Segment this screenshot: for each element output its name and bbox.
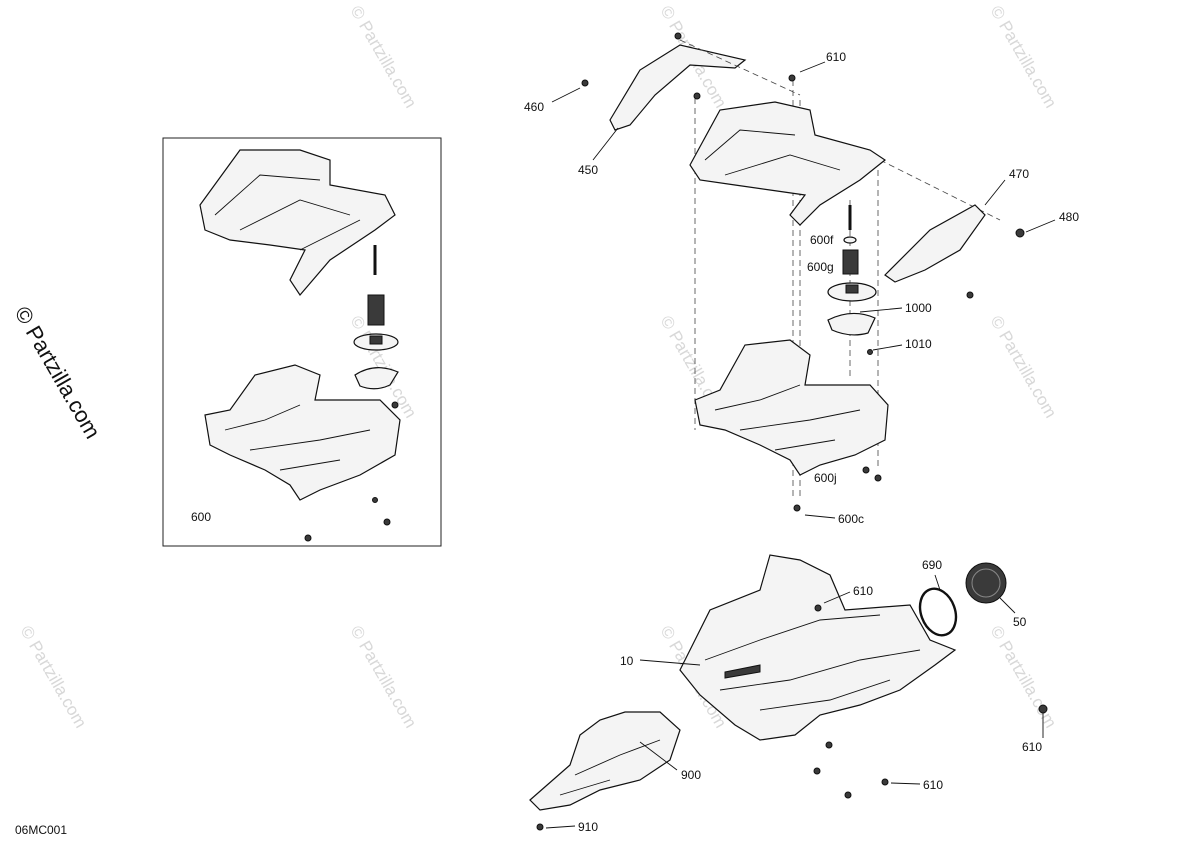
inset-frame <box>162 137 442 547</box>
washer-hub <box>845 284 859 294</box>
panel-900 <box>529 711 681 811</box>
upper-exploded-assembly <box>581 32 1025 512</box>
nut-600j <box>862 466 870 474</box>
side-watermark: © Partzilla.com <box>10 302 106 443</box>
screw <box>693 92 701 100</box>
housing-detail <box>704 614 921 711</box>
inset-label: 600 <box>191 510 211 524</box>
assembly-guide-lines <box>679 39 1001 500</box>
inset-nut <box>391 401 399 409</box>
callout-600c: 600c <box>838 512 864 526</box>
inset-spring <box>367 294 385 326</box>
inset-washer-hub <box>369 335 383 345</box>
callout-480: 480 <box>1059 210 1079 224</box>
callout-610-mid: 610 <box>853 584 873 598</box>
watermark-tile: © Partzilla.com <box>987 313 1061 422</box>
screw-top <box>674 32 682 40</box>
screw-600c <box>793 504 801 512</box>
watermark-tile: © Partzilla.com <box>987 3 1061 112</box>
callout-690: 690 <box>922 558 942 572</box>
inset-upper-body <box>199 149 396 296</box>
pad-1000 <box>827 312 876 336</box>
inset-lower-detail <box>224 404 371 471</box>
cover-450 <box>609 44 747 131</box>
watermark-tile: © Partzilla.com <box>987 623 1061 732</box>
callout-50: 50 <box>1013 615 1027 629</box>
screw-610 <box>1038 704 1048 714</box>
ring-690 <box>918 587 958 637</box>
nut-480 <box>1015 228 1025 238</box>
callout-labels: 460 450 610 470 480 600f 600g 1000 1010 … <box>524 50 1079 834</box>
callout-610-top: 610 <box>826 50 846 64</box>
grille-50-ring <box>971 568 1001 598</box>
lower-body-detail <box>714 384 861 451</box>
screw-610 <box>788 74 796 82</box>
housing-slot <box>724 664 761 679</box>
spring-600g <box>842 249 859 275</box>
upper-body <box>689 101 887 226</box>
inset-screw <box>304 534 312 542</box>
panel-detail <box>559 739 661 796</box>
screw <box>844 791 852 799</box>
screw-610 <box>814 604 822 612</box>
callout-610-right: 610 <box>1022 740 1042 754</box>
screw <box>825 741 833 749</box>
callout-600j: 600j <box>814 471 837 485</box>
callout-450: 450 <box>578 163 598 177</box>
watermark-tile: © Partzilla.com <box>17 623 91 732</box>
inset-lower-body <box>204 364 401 501</box>
callout-900: 900 <box>681 768 701 782</box>
callout-600g: 600g <box>807 260 834 274</box>
upper-body-detail <box>704 129 841 176</box>
housing-10 <box>679 554 957 741</box>
callout-10: 10 <box>620 654 634 668</box>
nut-1010 <box>867 349 873 355</box>
screw-910 <box>536 823 544 831</box>
lower-body <box>694 339 889 476</box>
callout-600f: 600f <box>810 233 834 247</box>
screw <box>966 291 974 299</box>
callout-610-bottom: 610 <box>923 778 943 792</box>
callout-460: 460 <box>524 100 544 114</box>
watermark-tile: © Partzilla.com <box>347 3 421 112</box>
callout-1010: 1010 <box>905 337 932 351</box>
washer-600f <box>843 236 857 244</box>
inset-assembly-600: 600 <box>162 137 442 547</box>
lower-assembly <box>529 554 1048 831</box>
screw-610 <box>881 778 889 786</box>
callout-910: 910 <box>578 820 598 834</box>
inset-upper-detail <box>214 174 361 251</box>
watermark-tile: © Partzilla.com <box>347 623 421 732</box>
diagram-code: 06MC001 <box>15 823 67 837</box>
leader-lines <box>545 61 1056 829</box>
callout-1000: 1000 <box>905 301 932 315</box>
screw <box>874 474 882 482</box>
screw-460 <box>581 79 589 87</box>
inset-pad <box>354 367 399 390</box>
inset-screw <box>383 518 391 526</box>
cover-470 <box>884 204 986 283</box>
screw <box>813 767 821 775</box>
inset-nut-lower <box>372 497 378 503</box>
callout-470: 470 <box>1009 167 1029 181</box>
